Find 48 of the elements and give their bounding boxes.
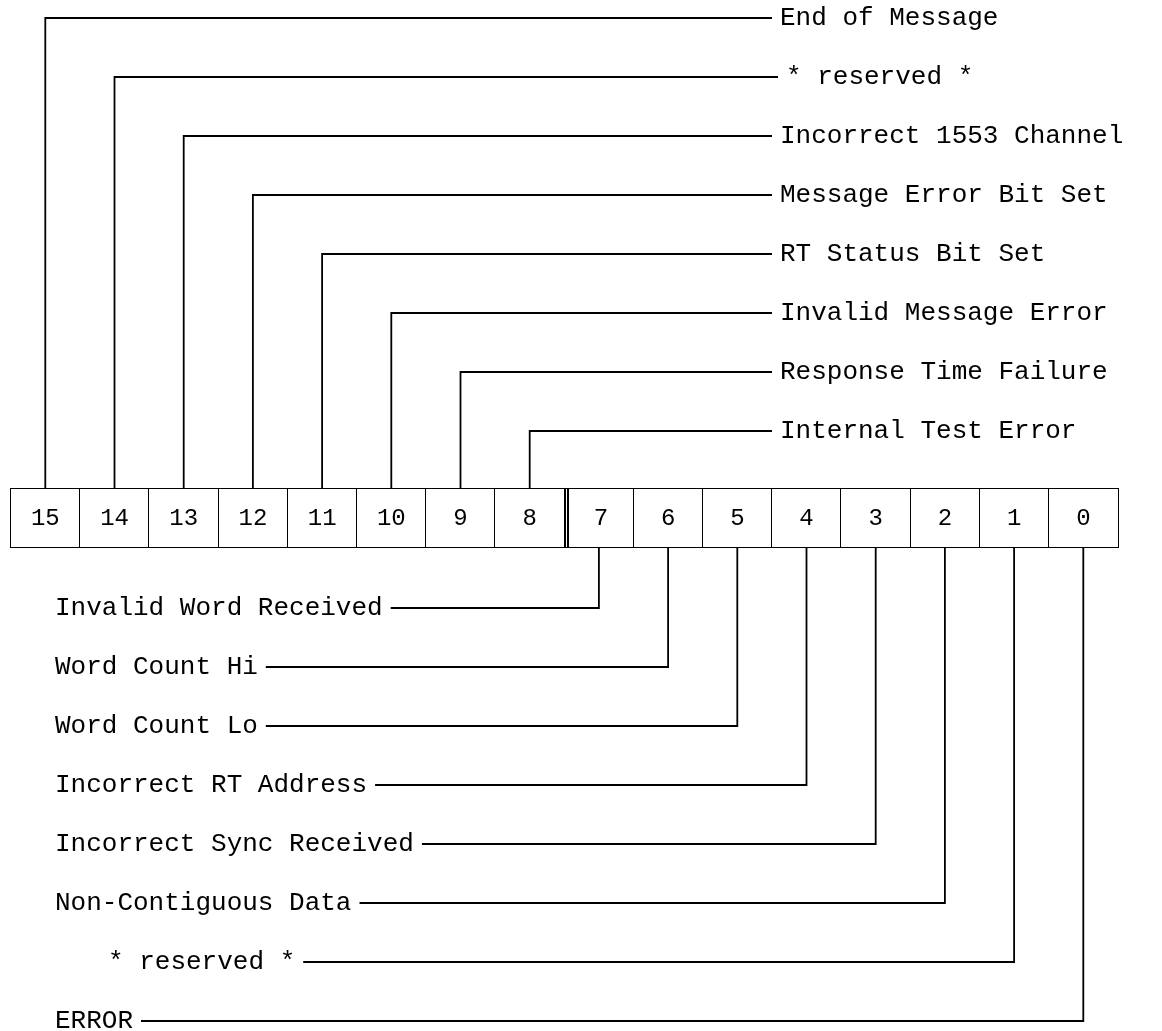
leader-line [264,547,739,727]
bit-cell: 6 [632,488,704,548]
leader-line [140,547,1085,1022]
bit-cell: 2 [909,488,981,548]
bit-cell: 9 [425,488,496,548]
leader-line [264,547,669,668]
leader-line [374,547,808,786]
bit-cell: 4 [771,488,842,548]
leader-line [302,547,1015,963]
bit-cell: 7 [563,488,635,548]
bit-cell: 8 [494,488,566,548]
bit-cell: 5 [702,488,773,548]
bit-description: RT Status Bit Set [772,239,1054,269]
bit-description: * reserved * [778,62,982,92]
bit-cell: 15 [10,488,81,548]
leader-line [252,194,773,489]
bit-description: Incorrect 1553 Channel [772,121,1132,151]
bit-description: * reserved * [100,947,304,977]
leader-line [321,253,773,489]
leader-line [113,76,779,489]
bit-description: Internal Test Error [772,416,1085,446]
bit-cell: 10 [356,488,427,548]
bit-description: Incorrect Sync Received [47,829,422,859]
leader-line [358,547,946,904]
bit-description: Word Count Lo [47,711,266,741]
bit-description: Incorrect RT Address [47,770,376,800]
leader-line [389,547,600,609]
leader-line [421,547,877,845]
bit-description: End of Message [772,3,1007,33]
bit-description: Invalid Word Received [47,593,391,623]
bit-description: Response Time Failure [772,357,1116,387]
leader-line [459,371,773,489]
leader-line [182,135,773,489]
leader-line [528,430,773,489]
leader-line [44,17,773,489]
bit-description: Message Error Bit Set [772,180,1116,210]
bit-description: Word Count Hi [47,652,266,682]
bit-cell: 3 [840,488,912,548]
bit-cell: 0 [1048,488,1119,548]
bit-cell: 14 [79,488,150,548]
bit-cell: 1 [978,488,1050,548]
bit-cell: 12 [217,488,289,548]
leader-line [390,312,773,489]
bit-description: Invalid Message Error [772,298,1116,328]
bit-cell: 13 [148,488,220,548]
bit-cell: 11 [286,488,358,548]
bit-description: ERROR [47,1006,141,1031]
bit-description: Non-Contiguous Data [47,888,360,918]
